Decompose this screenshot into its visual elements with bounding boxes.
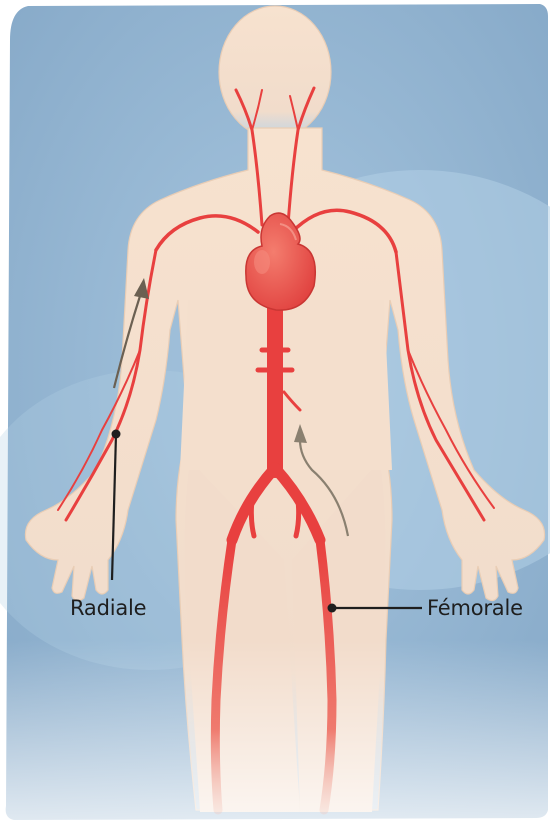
radiale-label: Radiale xyxy=(70,596,146,620)
femorale-label: Fémorale xyxy=(427,596,523,620)
